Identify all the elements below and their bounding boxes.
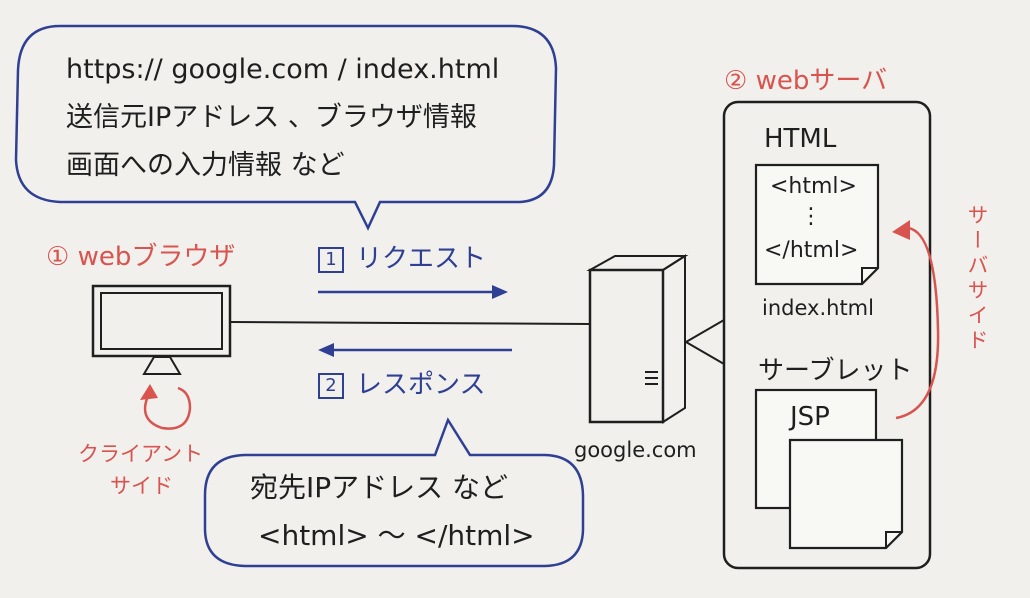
web-server-title: ② webサーバ bbox=[724, 66, 888, 96]
jsp-documents-icon bbox=[754, 388, 904, 550]
response-number: 2 bbox=[318, 372, 344, 399]
response-label: 2 レスポンス bbox=[318, 364, 485, 401]
jsp-label: JSP bbox=[790, 402, 830, 432]
html-title: HTML bbox=[764, 124, 837, 154]
html-document-icon bbox=[754, 163, 880, 286]
servlet-title: サーブレット bbox=[758, 356, 913, 386]
response-bubble-outline bbox=[203, 417, 585, 568]
client-side-label-line-2: サイド bbox=[110, 474, 173, 498]
web-browser-label: ① webブラウザ bbox=[46, 242, 236, 272]
request-label: 1 リクエスト bbox=[318, 238, 486, 275]
request-bubble-line-2: 送信元IPアドレス 、ブラウザ情報 bbox=[66, 102, 477, 133]
request-text: リクエスト bbox=[356, 244, 487, 274]
response-bubble-line-1: 宛先IPアドレス など bbox=[250, 471, 509, 504]
html-close-tag: </html> bbox=[764, 238, 859, 263]
server-domain-label: google.com bbox=[574, 438, 697, 462]
response-bubble-line-2: <html> 〜 </html> bbox=[258, 519, 535, 552]
monitor-icon bbox=[91, 284, 232, 375]
html-open-tag: <html> bbox=[770, 174, 857, 199]
request-number: 1 bbox=[318, 246, 344, 273]
client-side-label-line-1: クライアント bbox=[78, 442, 204, 466]
client-side-cycle-icon bbox=[140, 384, 192, 430]
request-bubble-outline bbox=[14, 24, 558, 231]
server-tower-icon bbox=[586, 254, 689, 424]
html-file-name: index.html bbox=[762, 296, 874, 320]
response-text: レスポンス bbox=[356, 370, 486, 400]
html-ellipsis: ⋮ bbox=[800, 204, 822, 229]
server-side-curve-arrow bbox=[892, 220, 940, 420]
network-line bbox=[229, 321, 591, 325]
server-connector bbox=[685, 319, 725, 365]
request-arrow bbox=[318, 285, 508, 299]
request-bubble-line-3: 画面への入力情報 など bbox=[66, 150, 345, 181]
web-server-box bbox=[722, 100, 932, 570]
response-arrow bbox=[318, 343, 512, 357]
request-bubble-line-1: https:// google.com / index.html bbox=[66, 54, 500, 85]
server-side-label: サーバサイド bbox=[965, 204, 989, 354]
